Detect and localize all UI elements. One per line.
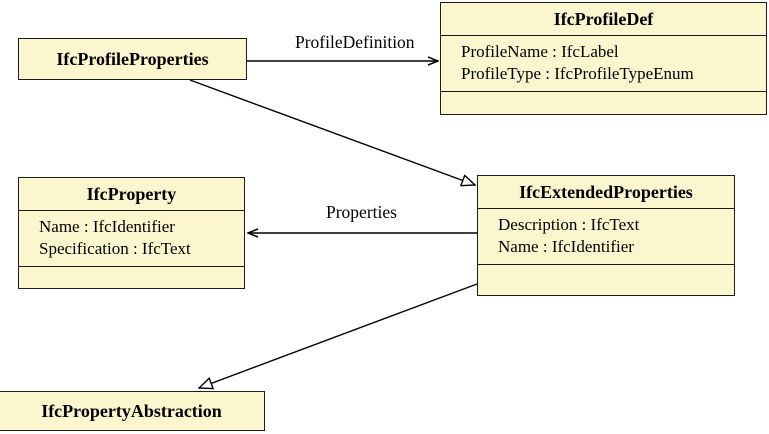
class-ifcprofileproperties: IfcProfileProperties [18,38,247,80]
class-attributes: Name : IfcIdentifier Specification : Ifc… [19,210,244,266]
class-title: IfcProperty [86,184,177,204]
class-operations-empty [441,91,766,114]
class-attributes: ProfileName : IfcLabel ProfileType : Ifc… [441,35,766,91]
class-attributes: Description : IfcText Name : IfcIdentifi… [478,208,734,264]
class-ifcpropertyabstraction: IfcPropertyAbstraction [0,391,265,431]
class-operations-empty [478,264,734,295]
generalization-to-property-abstraction [199,283,478,388]
class-title: IfcPropertyAbstraction [41,400,222,421]
class-title: IfcExtendedProperties [519,182,693,202]
class-title: IfcProfileDef [553,9,654,29]
attribute-row: Name : IfcIdentifier [39,217,175,236]
class-title: IfcProfileProperties [56,48,209,69]
generalization-to-extended-properties [189,79,475,185]
attribute-row: Description : IfcText [498,215,640,234]
class-ifcproperty: IfcProperty Name : IfcIdentifier Specifi… [18,177,245,289]
class-operations-empty [19,266,244,288]
class-ifcextendedproperties: IfcExtendedProperties Description : IfcT… [477,175,735,296]
edge-label-properties: Properties [326,202,397,222]
attribute-row: Name : IfcIdentifier [498,237,634,256]
edge-label-profile-definition: ProfileDefinition [295,32,415,52]
attribute-row: Specification : IfcText [39,239,191,258]
class-ifcprofiledef: IfcProfileDef ProfileName : IfcLabel Pro… [440,2,767,115]
attribute-row: ProfileType : IfcProfileTypeEnum [461,64,694,83]
attribute-row: ProfileName : IfcLabel [461,42,619,61]
